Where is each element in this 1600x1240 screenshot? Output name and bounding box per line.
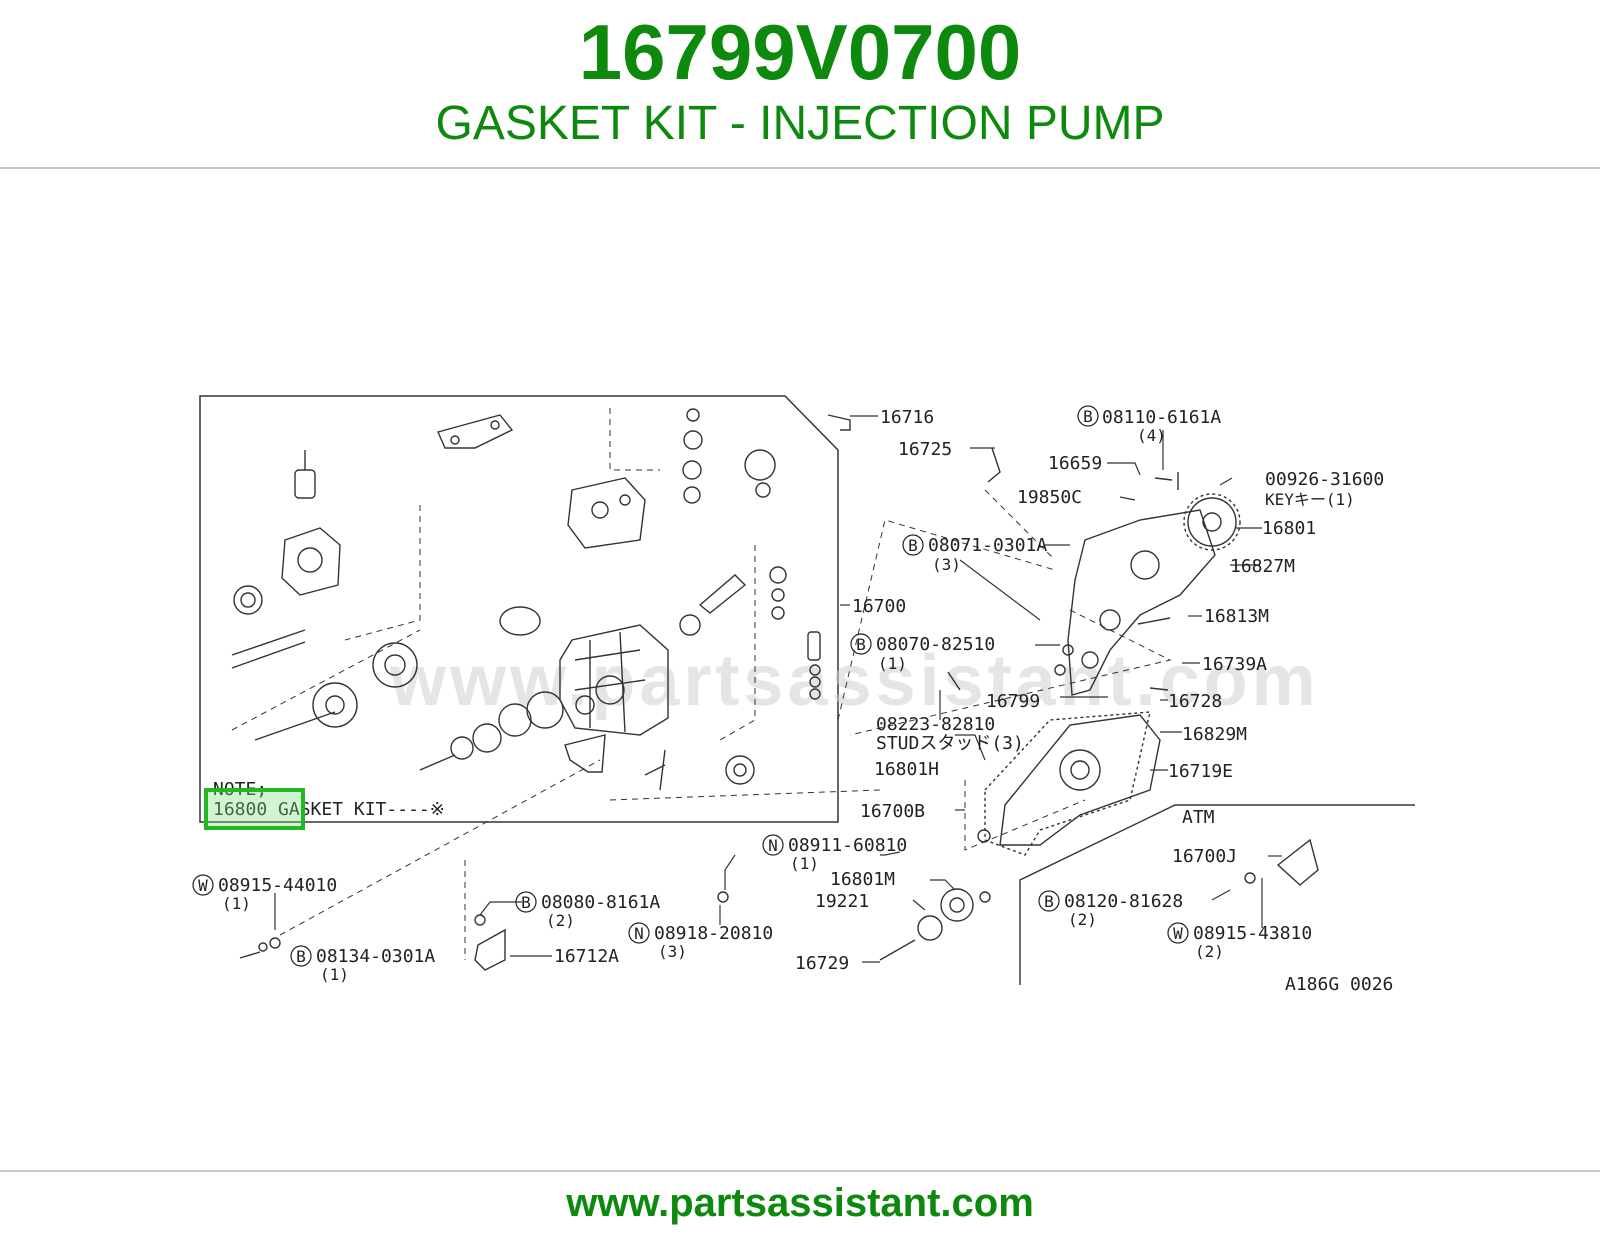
- note-gasket-kit: 16800 GASKET KIT----※: [213, 799, 445, 820]
- watermark: www.partsassistant.com: [389, 641, 1320, 721]
- circle-n: N: [634, 924, 644, 943]
- qty-08915-44010: (1): [222, 894, 251, 913]
- label-16712a: 16712A: [554, 946, 619, 967]
- diagram-code: A186G 0026: [1285, 974, 1393, 995]
- circled-letters: B B B N W B B N W B: [198, 407, 1183, 966]
- qty-08070: (1): [878, 654, 907, 673]
- header-divider: [0, 167, 1600, 169]
- qty-08911: (1): [790, 854, 819, 873]
- label-key: KEYキー(1): [1265, 490, 1355, 509]
- label-19221: 19221: [815, 891, 869, 912]
- label-08223-82810: 08223-82810: [876, 714, 995, 735]
- circled-markers: [192, 405, 1189, 967]
- label-leaders: [274, 415, 1282, 963]
- qty-08080: (2): [546, 911, 575, 930]
- label-16700j: 16700J: [1172, 846, 1237, 867]
- part-number: 16799V0700: [578, 8, 1022, 96]
- label-16719e: 16719E: [1168, 761, 1233, 782]
- label-08134-0301a: 08134-0301A: [316, 946, 435, 967]
- part-title: GASKET KIT - INJECTION PUMP: [435, 97, 1165, 150]
- circle-b: B: [856, 635, 866, 654]
- footer-website-link[interactable]: www.partsassistant.com: [566, 1181, 1034, 1225]
- label-16659: 16659: [1048, 453, 1102, 474]
- qty-08110: (4): [1137, 426, 1166, 445]
- label-08915-44010: 08915-44010: [218, 875, 337, 896]
- circle-b: B: [908, 536, 918, 555]
- label-16801m: 16801M: [830, 869, 895, 890]
- circle-b: B: [296, 947, 306, 966]
- label-16725: 16725: [898, 439, 952, 460]
- qty-08071: (3): [932, 555, 961, 574]
- label-16739a: 16739A: [1202, 654, 1267, 675]
- label-08918-20810: 08918-20810: [654, 923, 773, 944]
- label-08110-6161a: 08110-6161A: [1102, 407, 1221, 428]
- label-08070-82510: 08070-82510: [876, 634, 995, 655]
- timing-cover-drawing: [239, 414, 1415, 985]
- label-19850c: 19850C: [1017, 487, 1082, 508]
- inset-frame: [199, 395, 839, 823]
- circle-b: B: [1083, 407, 1093, 426]
- label-atm: ATM: [1182, 807, 1215, 828]
- label-16729: 16729: [795, 953, 849, 974]
- qty-08915-43810: (2): [1195, 942, 1224, 961]
- label-16801h: 16801H: [874, 759, 939, 780]
- label-16801: 16801: [1262, 518, 1316, 539]
- parts-diagram: www.partsassistant.com: [0, 170, 1600, 1170]
- label-08080-8161a: 08080-8161A: [541, 892, 660, 913]
- label-16827m: 16827M: [1230, 556, 1295, 577]
- label-16728: 16728: [1168, 691, 1222, 712]
- circle-w: W: [198, 876, 208, 895]
- label-16700: 16700: [852, 596, 906, 617]
- exploded-view-svg: www.partsassistant.com: [192, 395, 1415, 995]
- circle-b: B: [521, 893, 531, 912]
- part-labels: 16716 16725 08110-6161A (4) 16659 00926-…: [218, 407, 1393, 995]
- circle-n: N: [768, 836, 778, 855]
- footer-divider: [0, 1170, 1600, 1172]
- label-16813m: 16813M: [1204, 606, 1269, 627]
- label-16829m: 16829M: [1182, 724, 1247, 745]
- highlight-16800[interactable]: [204, 788, 305, 830]
- label-16716: 16716: [880, 407, 934, 428]
- label-16799: 16799: [986, 691, 1040, 712]
- label-08911-60810: 08911-60810: [788, 835, 907, 856]
- label-08120-81628: 08120-81628: [1064, 891, 1183, 912]
- label-08915-43810: 08915-43810: [1193, 923, 1312, 944]
- label-stud: STUDスタッド(3): [876, 733, 1024, 754]
- label-08071-0301a: 08071-0301A: [928, 535, 1047, 556]
- pump-drawing: [231, 408, 1172, 960]
- circle-b: B: [1044, 892, 1054, 911]
- label-16700b: 16700B: [860, 801, 925, 822]
- circle-w: W: [1173, 924, 1183, 943]
- label-00926-31600: 00926-31600: [1265, 469, 1384, 490]
- page-header: 16799V0700 GASKET KIT - INJECTION PUMP: [0, 0, 1600, 168]
- qty-08134: (1): [320, 965, 349, 984]
- qty-08918: (3): [658, 942, 687, 961]
- qty-08120: (2): [1068, 910, 1097, 929]
